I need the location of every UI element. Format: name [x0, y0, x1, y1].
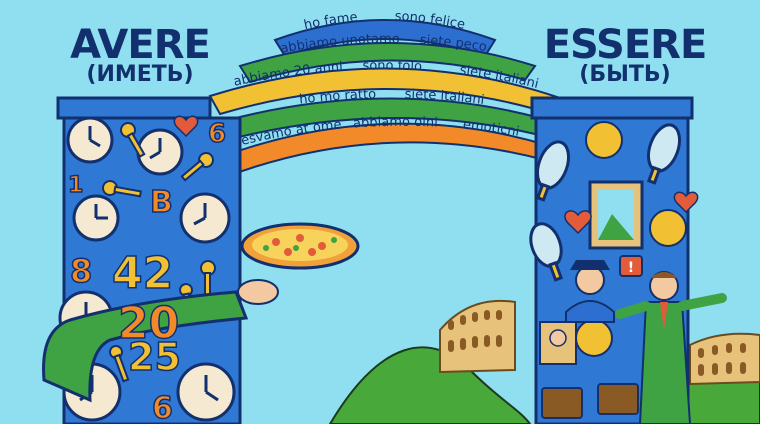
mirror-icons: [529, 123, 682, 282]
number-1: 1: [68, 173, 83, 198]
arch-band-2: [238, 42, 537, 84]
colosseum-right-icon: [689, 332, 760, 386]
svg-text:!: !: [628, 260, 634, 276]
colosseum-icon: [439, 299, 516, 374]
man-in-suit-icon: [615, 271, 727, 424]
heart-icons: [173, 115, 699, 235]
essere-subtitle: (БЫТЬ): [579, 62, 671, 87]
number-42: 42: [112, 248, 173, 299]
arch-band-1: [273, 19, 497, 58]
arch-row-5b: abbiamo olni: [353, 115, 439, 132]
number-8: 8: [70, 252, 92, 290]
framed-picture-icon: [588, 180, 644, 250]
number-20: 20: [118, 298, 179, 349]
pizza-arm: [42, 279, 279, 403]
arch-row-3b: sono folo: [362, 58, 422, 74]
number-6-bottom: 6: [152, 391, 173, 424]
avere-title: AVERE: [70, 22, 211, 68]
pizza-icon: [240, 222, 360, 270]
avere-subtitle: (ИМЕТЬ): [86, 62, 194, 87]
arch-row-4: ho mo ratto: [298, 87, 376, 107]
word-arch: [208, 19, 562, 178]
emoji-icons: [575, 121, 687, 357]
number-6-top: 6: [208, 119, 226, 149]
number-25: 25: [128, 335, 181, 379]
essere-title: ESSERE: [543, 22, 708, 68]
number-decorations: 6 1 B 8 42 20 25 6: [67, 118, 227, 424]
speech-alert-icon: !: [619, 255, 643, 277]
letter-b: B: [150, 185, 173, 220]
person-portrait-icon: [539, 321, 577, 365]
briefcase-icons: [541, 383, 639, 419]
police-woman-icon: [565, 260, 615, 323]
